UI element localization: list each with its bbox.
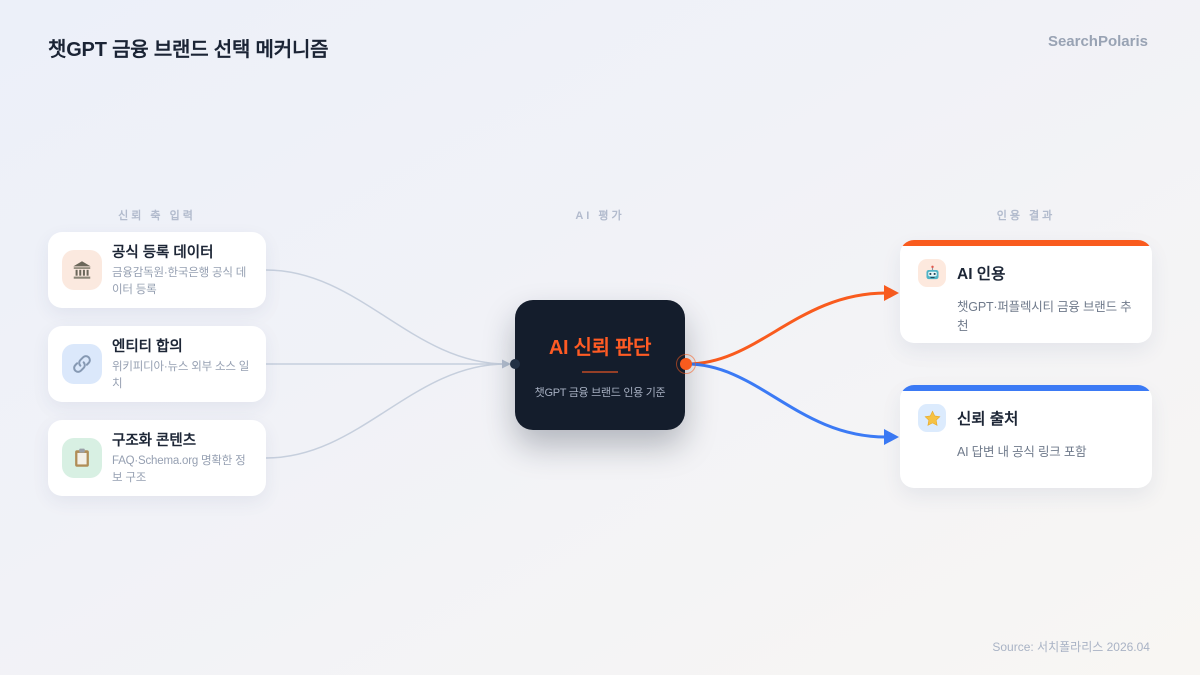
center-card-ai-trust-judgment: AI 신뢰 판단 챗GPT 금융 브랜드 인용 기준: [515, 300, 685, 430]
wire-result-citation: [685, 291, 888, 366]
star-icon: [918, 404, 946, 432]
source-credit: Source: 서치폴라리스 2026.04: [992, 640, 1150, 654]
result-card-title: AI 인용: [957, 266, 1006, 283]
result-card-accent-bar: [900, 385, 1152, 391]
input-card-text: 공식 등록 데이터 금융감독원·한국은행 공식 데이터 등록: [112, 241, 252, 298]
robot-icon: [918, 259, 946, 287]
column-label-inputs: 신뢰 축 입력: [118, 210, 196, 222]
input-card-desc: 위키피디아·뉴스 외부 소스 일치: [112, 361, 250, 390]
input-card-desc: FAQ·Schema.org 명확한 정보 구조: [112, 455, 246, 484]
orange-arrowhead-icon: [884, 285, 899, 301]
connector-dot-left: [510, 359, 520, 369]
wire-input-3: [265, 363, 507, 459]
input-card-text: 엔티티 합의 위키피디아·뉴스 외부 소스 일치: [112, 335, 252, 392]
result-card-desc: AI 답변 내 공식 링크 포함: [957, 445, 1087, 459]
center-card-desc: 챗GPT 금융 브랜드 인용 기준: [534, 386, 666, 399]
wire-input-1: [265, 269, 507, 365]
center-card-title: AI 신뢰 판단: [548, 336, 652, 359]
connector-dot-ring: [676, 354, 696, 374]
brand-logo-text: SearchPolaris: [1047, 33, 1148, 50]
column-label-evaluation: AI 평가: [575, 210, 625, 222]
bank-icon: [62, 250, 102, 290]
link-icon: [62, 344, 102, 384]
input-card-official-data: 공식 등록 데이터 금융감독원·한국은행 공식 데이터 등록: [48, 232, 266, 308]
input-card-text: 구조화 콘텐츠 FAQ·Schema.org 명확한 정보 구조: [112, 429, 252, 486]
input-card-title: 구조화 콘텐츠: [112, 433, 197, 450]
result-card-title: 신뢰 출처: [957, 411, 1019, 428]
input-card-title: 공식 등록 데이터: [112, 245, 214, 262]
result-card-trusted-source: 신뢰 출처 AI 답변 내 공식 링크 포함: [900, 385, 1152, 488]
result-card-accent-bar: [900, 240, 1152, 246]
clipboard-icon: [62, 438, 102, 478]
wire-result-source: [685, 362, 888, 439]
input-card-title: 엔티티 합의: [112, 339, 183, 356]
input-card-entity-consensus: 엔티티 합의 위키피디아·뉴스 외부 소스 일치: [48, 326, 266, 402]
result-card-header: AI 인용: [918, 259, 1152, 287]
input-card-desc: 금융감독원·한국은행 공식 데이터 등록: [112, 267, 247, 296]
center-card-divider: [582, 370, 618, 373]
input-card-structured-content: 구조화 콘텐츠 FAQ·Schema.org 명확한 정보 구조: [48, 420, 266, 496]
result-card-header: 신뢰 출처: [918, 404, 1152, 432]
result-card-ai-citation: AI 인용 챗GPT·퍼플렉시티 금융 브랜드 추천: [900, 240, 1152, 343]
page-title: 챗GPT 금융 브랜드 선택 메커니즘: [48, 39, 329, 61]
blue-arrowhead-icon: [884, 429, 899, 445]
gray-arrowhead-icon: [502, 359, 511, 369]
result-card-desc: 챗GPT·퍼플렉시티 금융 브랜드 추천: [957, 300, 1132, 333]
column-label-results: 인용 결과: [996, 210, 1056, 222]
connector-dot-right: [680, 358, 692, 370]
